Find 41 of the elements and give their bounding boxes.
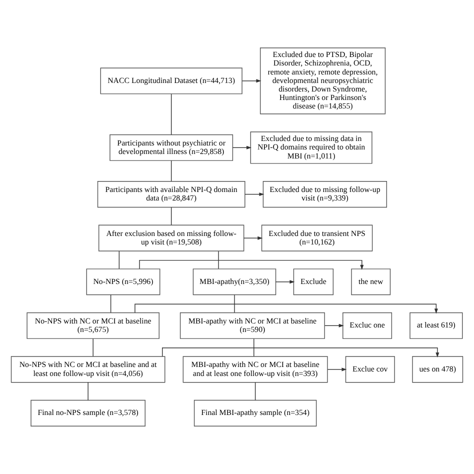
arrow [244, 236, 263, 240]
node-box: Final no-NPS sample (n=3,578) [30, 400, 146, 426]
connector [218, 250, 219, 270]
node-box: Exclue cov [345, 356, 395, 383]
arrow [162, 348, 440, 358]
node-box: Excluded due to missing data in NPI-Q domains required to obtain MBI (n=1,011) [250, 131, 372, 164]
node-box: No-NPS (n=5,996) [86, 268, 160, 296]
connector [170, 94, 172, 136]
node-box: the new [351, 268, 391, 296]
arrow [232, 146, 252, 150]
node-box: Excluded due to missing follow-up visit (n=9,339) [262, 181, 387, 208]
connector [118, 250, 120, 270]
arrow [244, 192, 264, 196]
node-box: Exclude [293, 268, 334, 296]
connector [170, 160, 172, 182]
node-box: After exclusion based on missing follow-up visit (n=19,508) [98, 224, 244, 252]
node-box: No-NPS with NC or MCI at baseline (n=5,675) [26, 312, 160, 339]
node-box: Final MBI-apathy sample (n=354) [194, 400, 317, 426]
connector [234, 294, 235, 313]
node-box: at least 619) [410, 312, 463, 339]
arrow [242, 79, 262, 83]
connector [170, 207, 172, 226]
arrow [327, 368, 347, 372]
arrow [275, 280, 295, 284]
node-box: MBI-apathy with NC or MCI at baseline and at least one follow-up visit (n=393) [182, 356, 328, 383]
connector [254, 382, 256, 400]
connector [110, 294, 112, 313]
node-box: NACC Longitudinal Dataset (n=44,713) [100, 68, 242, 94]
node-box: MBI-apathy with NC or MCI at baseline (n=590) [180, 312, 325, 339]
node-box: Excluc one [342, 312, 392, 339]
node-box: ues on 478) [412, 356, 464, 383]
arrow [134, 304, 438, 314]
arrow [324, 324, 344, 328]
node-box: MBI-apathy(n=3,350) [192, 268, 276, 296]
node-box: Participants with available NPI-Q domain data (n=28,847) [97, 181, 246, 208]
node-box: Excluded due to PTSD, Bipolar Disorder, Schizophrenia, OCD, remote anxiety, remote depression, developmental neuropsychiatric disorders, Down Syndrome, Huntington's or Parkinson's disease (n=14,855) [260, 48, 386, 114]
connector [92, 338, 94, 357]
arrow [139, 260, 364, 270]
node-box: Excluded due to transient NPS (n=10,162) [261, 224, 373, 252]
node-box: Participants without psychiatric or developmental illness (n=29,858) [110, 134, 234, 161]
node-box: No-NPS with NC or MCI at baseline and at least one follow-up visit (n=4,056) [10, 356, 166, 383]
